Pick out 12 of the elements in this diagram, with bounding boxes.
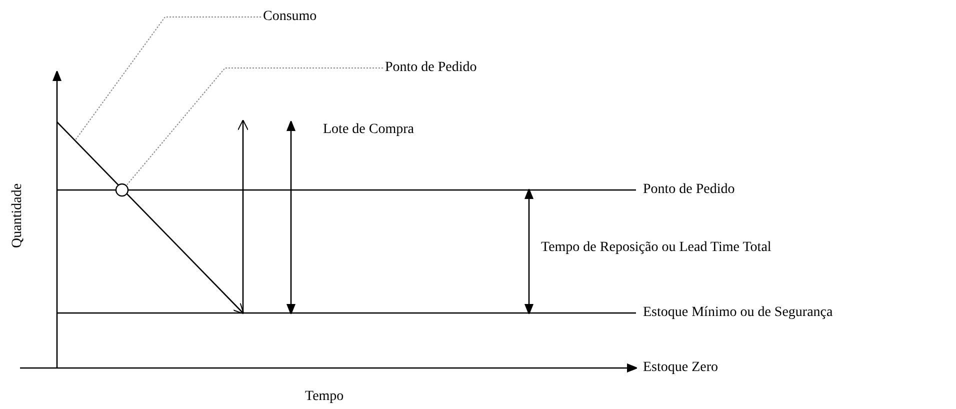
leader-line [74,16,262,141]
line-label: Estoque Mínimo ou de Segurança [643,305,833,321]
callout-text: Ponto de Pedido [385,60,477,76]
callout-text: Consumo [263,9,317,25]
leader-line [126,68,384,186]
line-label: Ponto de Pedido [643,182,735,198]
axis-title: Tempo [305,389,344,405]
axis-title: Quantidade [10,182,26,248]
dimension-label: Lote de Compra [323,122,414,138]
line-label: Estoque Zero [643,360,718,376]
consumption-arrow [56,122,244,314]
dimension-label: Tempo de Reposição ou Lead Time Total [541,240,772,256]
